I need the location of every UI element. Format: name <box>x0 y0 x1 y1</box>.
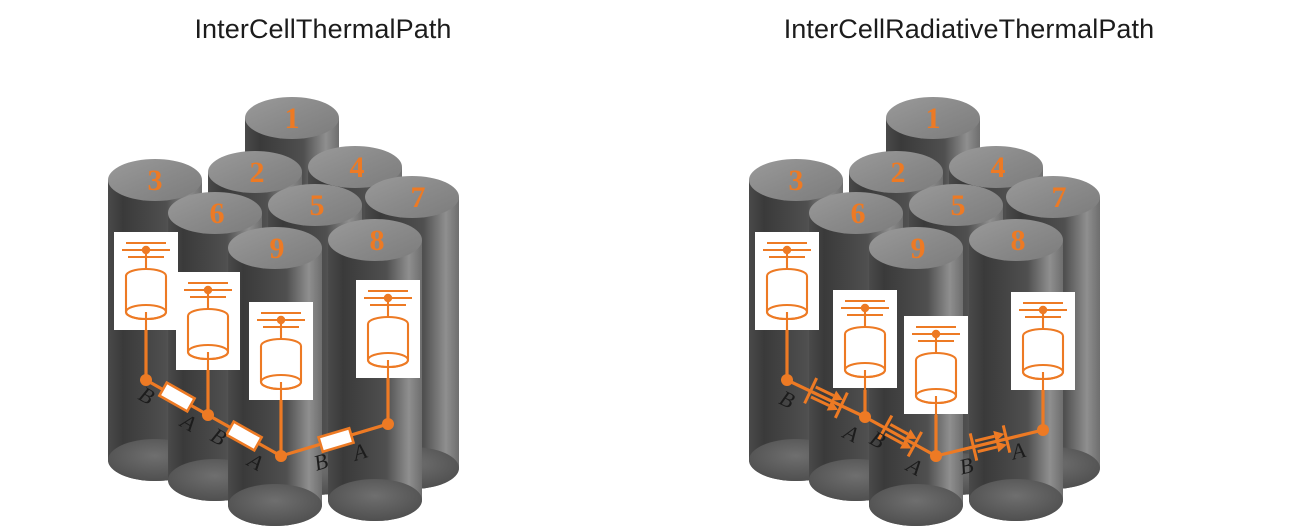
cylinder-label-4: 4 <box>991 151 1006 184</box>
diagram-right: 1 2 4 3 <box>749 97 1100 526</box>
cylinder-label-8: 8 <box>1011 224 1026 257</box>
cell-icon-9 <box>904 316 968 415</box>
panel-intercell-thermal-path: InterCellThermalPath <box>108 14 459 526</box>
cell-icon-6 <box>833 290 897 390</box>
radiative-connector-1[interactable] <box>803 377 849 419</box>
radiative-connector-3[interactable] <box>968 425 1012 461</box>
panel-title-left: InterCellThermalPath <box>194 14 452 44</box>
path-node-9 <box>930 450 942 462</box>
cell-icon-9 <box>249 302 313 400</box>
cylinder-label-3: 3 <box>148 164 163 197</box>
path-node-8 <box>1037 424 1049 436</box>
cylinder-label-5: 5 <box>951 189 966 222</box>
cylinder-label-3: 3 <box>789 164 804 197</box>
cylinder-label-1: 1 <box>926 102 941 135</box>
path-node-6 <box>859 411 871 423</box>
thermal-path-wiring-right <box>785 330 1045 458</box>
cylinder-label-5: 5 <box>310 189 325 222</box>
cylinder-label-2: 2 <box>250 156 265 189</box>
port-label-a-3: A <box>1007 437 1028 465</box>
cylinder-label-7: 7 <box>1052 181 1067 214</box>
thermal-connector-block-3[interactable] <box>316 426 356 454</box>
path-node-9 <box>275 450 287 462</box>
cylinder-label-1: 1 <box>285 102 300 135</box>
thermal-connector-block-2[interactable] <box>224 419 264 453</box>
port-label-b-3: B <box>957 452 976 479</box>
panel-title-right: InterCellRadiativeThermalPath <box>783 14 1155 44</box>
diagram-left: 1 2 4 3 <box>108 97 459 526</box>
cylinder-label-2: 2 <box>891 156 906 189</box>
cylinder-label-6: 6 <box>851 197 866 230</box>
cell-icon-3 <box>114 232 178 330</box>
cell-icon-6 <box>176 272 240 370</box>
cylinder-label-9: 9 <box>911 232 926 265</box>
cell-icon-8 <box>356 280 420 378</box>
path-node-3 <box>781 374 793 386</box>
cell-icon-8 <box>1011 292 1075 390</box>
radiative-connector-2[interactable] <box>877 414 923 458</box>
cylinder-label-8: 8 <box>370 224 385 257</box>
path-node-3 <box>140 374 152 386</box>
panel-intercell-radiative-thermal-path: InterCellRadiativeThermalPath <box>646 0 1292 532</box>
cylinder-label-7: 7 <box>411 181 426 214</box>
path-node-8 <box>382 418 394 430</box>
cylinder-label-9: 9 <box>270 232 285 265</box>
cell-icon-3 <box>755 232 819 330</box>
cylinder-label-4: 4 <box>350 151 365 184</box>
path-node-6 <box>202 409 214 421</box>
thermal-connector-block-1[interactable] <box>157 380 197 414</box>
cylinder-label-6: 6 <box>210 197 225 230</box>
